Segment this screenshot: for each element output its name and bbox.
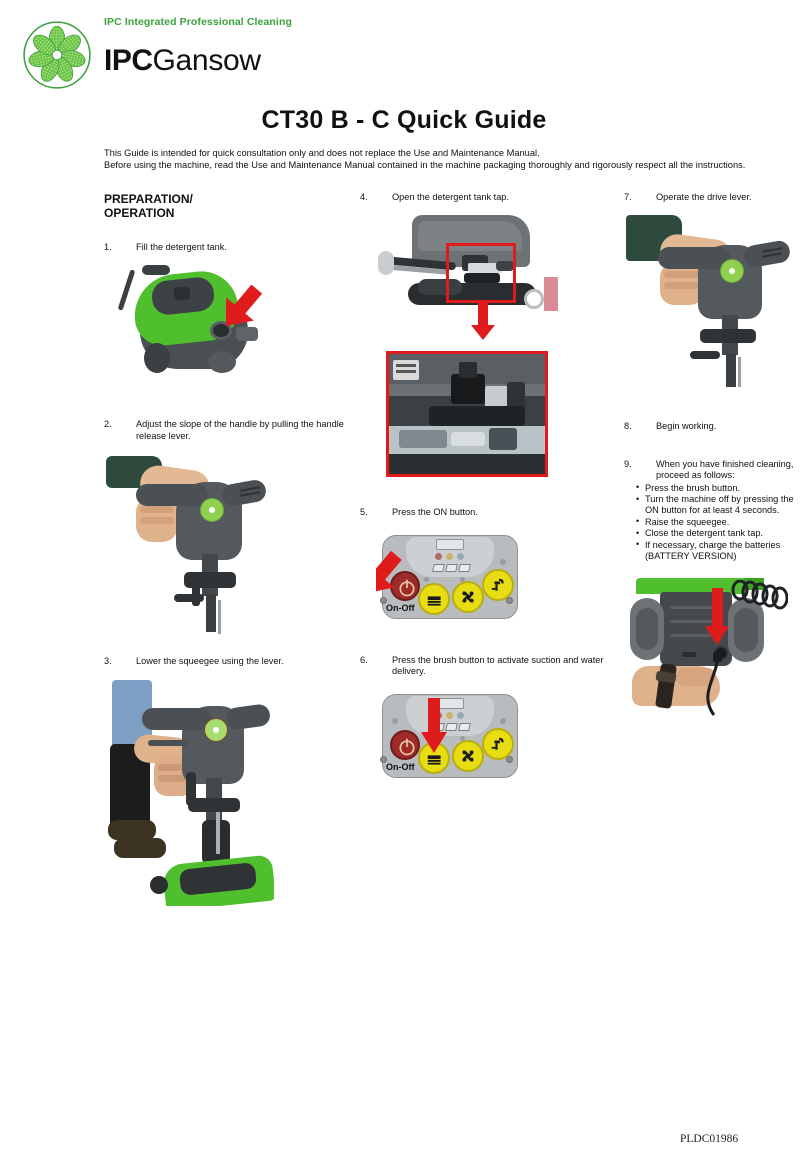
step-5-text: Press the ON button. [392, 507, 478, 518]
step-6: 6. Press the brush button to activate su… [360, 655, 610, 784]
footer-document-code: PLDC01986 [680, 1133, 739, 1145]
detergent-tap-photo [378, 215, 558, 342]
power-icon [399, 738, 415, 755]
flower-circle-logo-icon [22, 20, 92, 90]
step-3-number: 3. [104, 656, 112, 667]
intro-line-2: Before using the machine, read the Use a… [104, 159, 746, 170]
brand-name-light: Gansow [152, 44, 262, 77]
brush-icon [427, 755, 441, 765]
list-item: Raise the squeegee. [636, 516, 796, 528]
step-2-text: Adjust the slope of the handle by pullin… [136, 419, 344, 441]
red-arrow-down-icon [705, 588, 729, 646]
step-4: 4. Open the detergent tank tap. [360, 192, 610, 478]
step-2: 2. Adjust the slope of the handle by pul… [104, 419, 354, 635]
document-header: IPC Integrated Professional Cleaning IPC… [0, 0, 808, 100]
detergent-tap-detail-photo [386, 351, 548, 478]
step-5-number: 5. [360, 507, 368, 518]
step-3: 3. Lower the squeegee using the lever. [104, 656, 354, 906]
column-middle: 4. Open the detergent tank tap. [360, 192, 610, 784]
brand-wordmark: IPCGansow [104, 46, 261, 76]
on-off-label: On-Off [386, 761, 415, 772]
step-9: 9. When you have finished cleaning, proc… [624, 459, 796, 719]
brand-tagline: IPC Integrated Professional Cleaning [104, 16, 292, 28]
water-button[interactable] [482, 568, 514, 601]
page-title: CT30 B - C Quick Guide [261, 106, 547, 134]
control-panel-brush-photo: On-Off [376, 689, 524, 784]
red-arrow-icon [376, 550, 402, 594]
coiled-cable-icon [731, 579, 789, 610]
water-button[interactable] [482, 727, 514, 760]
suction-button[interactable] [452, 580, 484, 613]
step-1-number: 1. [104, 242, 112, 252]
machine-tank-fill-photo [112, 265, 280, 378]
step-9-text: When you have finished cleaning, proceed… [656, 458, 794, 481]
step-8-number: 8. [624, 421, 632, 432]
step-7: 7. Operate the drive lever. [624, 192, 796, 388]
list-item: Close the detergent tank tap. [636, 528, 796, 540]
step-8-text: Begin working. [656, 421, 717, 432]
column-left: PREPARATION/ OPERATION 1. Fill the deter… [104, 192, 354, 906]
handle-grip-photo [106, 454, 274, 635]
step-9-bullet-list: Press the brush button. Turn the machine… [624, 482, 796, 563]
list-item: Press the brush button. [636, 482, 796, 494]
detail-highlight-box [446, 243, 516, 304]
step-9-number: 9. [624, 458, 632, 469]
battery-charge-photo [626, 578, 792, 719]
control-panel-on-photo: On-Off [376, 530, 524, 623]
step-4-number: 4. [360, 192, 368, 202]
step-6-text: Press the brush button to activate sucti… [392, 654, 604, 677]
red-arrow-icon [225, 284, 263, 327]
list-item: If necessary, charge the batteries (BATT… [636, 539, 796, 563]
brush-button[interactable] [418, 582, 450, 615]
red-arrow-down-icon [421, 697, 447, 753]
brush-icon [427, 596, 441, 606]
power-button[interactable] [390, 729, 420, 760]
step-4-text: Open the detergent tank tap. [392, 192, 509, 202]
fan-icon [462, 591, 474, 603]
step-1-text: Fill the detergent tank. [136, 242, 227, 252]
power-icon [399, 579, 415, 597]
charger-cable-icon [706, 652, 722, 717]
intro-line-1: This Guide is intended for quick consult… [104, 148, 540, 158]
column-right: 7. Operate the drive lever. [624, 192, 796, 719]
fan-icon [462, 750, 474, 762]
drive-lever-photo [626, 215, 792, 388]
step-6-number: 6. [360, 654, 368, 665]
step-5: 5. Press the ON button. [360, 507, 610, 623]
tap-icon [491, 578, 504, 591]
step-2-number: 2. [104, 419, 112, 430]
squeegee-lever-photo [104, 679, 274, 906]
step-7-text: Operate the drive lever. [656, 192, 752, 202]
red-arrow-down-icon [471, 303, 495, 341]
section-heading-line-1: PREPARATION/ [104, 192, 193, 206]
step-8: 8. Begin working. [624, 421, 796, 432]
section-heading-line-2: OPERATION [104, 206, 175, 220]
step-1: 1. Fill the detergent tank. [104, 242, 354, 378]
on-off-label: On-Off [386, 602, 415, 613]
intro-paragraph: This Guide is intended for quick consult… [104, 148, 792, 171]
tap-icon [491, 737, 504, 750]
step-3-text: Lower the squeegee using the lever. [136, 656, 284, 667]
brand-name-bold: IPC [104, 44, 153, 77]
list-item: Turn the machine off by pressing the ON … [636, 494, 796, 517]
section-heading: PREPARATION/ OPERATION [104, 192, 354, 220]
step-7-number: 7. [624, 192, 632, 202]
suction-button[interactable] [452, 739, 484, 772]
